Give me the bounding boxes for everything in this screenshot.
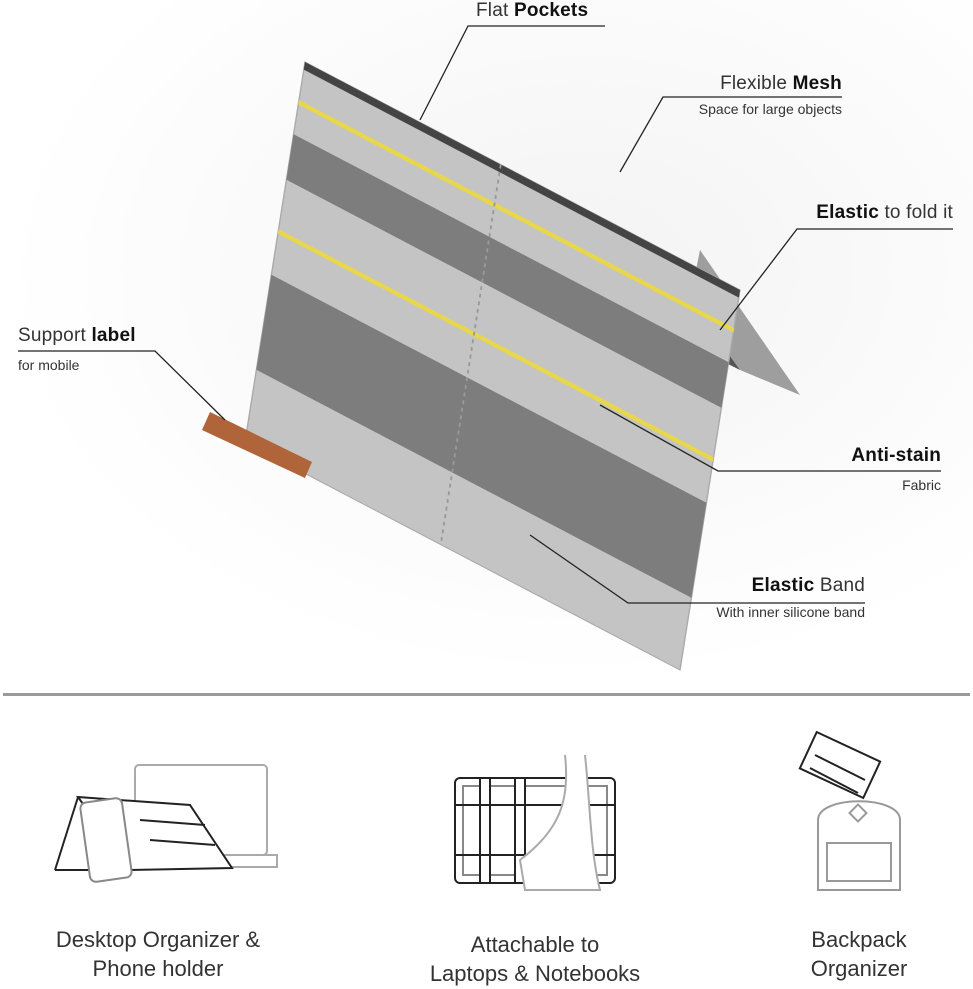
callout-bold: Mesh — [792, 73, 842, 94]
elastic-band-lower — [256, 274, 707, 598]
product-illustration — [18, 25, 953, 671]
caption-line: Desktop Organizer & — [55, 927, 261, 952]
use-laptops-notebooks: Attachable to Laptops & Notebooks — [385, 930, 685, 988]
callout-bold: Elastic — [816, 202, 879, 223]
top-edge — [303, 62, 740, 298]
callout-bold: Elastic — [751, 575, 815, 596]
callout-text: Flexible — [720, 73, 793, 94]
callout-elastic-band: Elastic Band With inner silicone band — [716, 575, 865, 620]
caption-line: Organizer — [810, 956, 908, 981]
callout-text: Flat — [476, 0, 514, 21]
callout-bold: label — [91, 325, 136, 346]
yellow-stripe — [277, 229, 714, 462]
callout-text: Band — [814, 575, 865, 596]
callout-sub: Space for large objects — [698, 101, 842, 117]
callout-text: to fold it — [878, 202, 953, 223]
laptop-attach-icon — [454, 754, 616, 891]
callout-text: Support — [18, 325, 92, 346]
yellow-stripe — [298, 99, 734, 333]
callout-anti-stain: Anti-stain Fabric — [851, 445, 941, 493]
callout-bold: Anti-stain — [851, 445, 941, 466]
caption-line: Phone holder — [92, 956, 224, 981]
caption-line: Backpack — [811, 927, 907, 952]
desktop-organizer-icon — [54, 764, 278, 883]
callout-bold: Pockets — [513, 0, 589, 21]
leader-lines — [18, 25, 953, 604]
callout-support-label: Support label for mobile — [18, 325, 136, 373]
callout-flexible-mesh: Flexible Mesh Space for large objects — [699, 73, 842, 117]
caption-line: Attachable to — [470, 932, 600, 957]
section-divider — [3, 693, 970, 696]
backpack-icon — [798, 730, 901, 891]
caption-line: Laptops & Notebooks — [429, 961, 641, 986]
callout-sub: Fabric — [902, 477, 941, 493]
callout-sub: for mobile — [18, 357, 80, 373]
callout-sub: With inner silicone band — [716, 604, 865, 620]
support-label-tab — [202, 412, 312, 478]
use-backpack-organizer: Backpack Organizer — [709, 925, 973, 983]
callout-flat-pockets: Flat Pockets — [476, 0, 588, 22]
callout-elastic-fold: Elastic to fold it — [816, 202, 953, 224]
elastic-band-upper — [286, 134, 729, 408]
use-desktop-organizer: Desktop Organizer & Phone holder — [8, 925, 308, 983]
